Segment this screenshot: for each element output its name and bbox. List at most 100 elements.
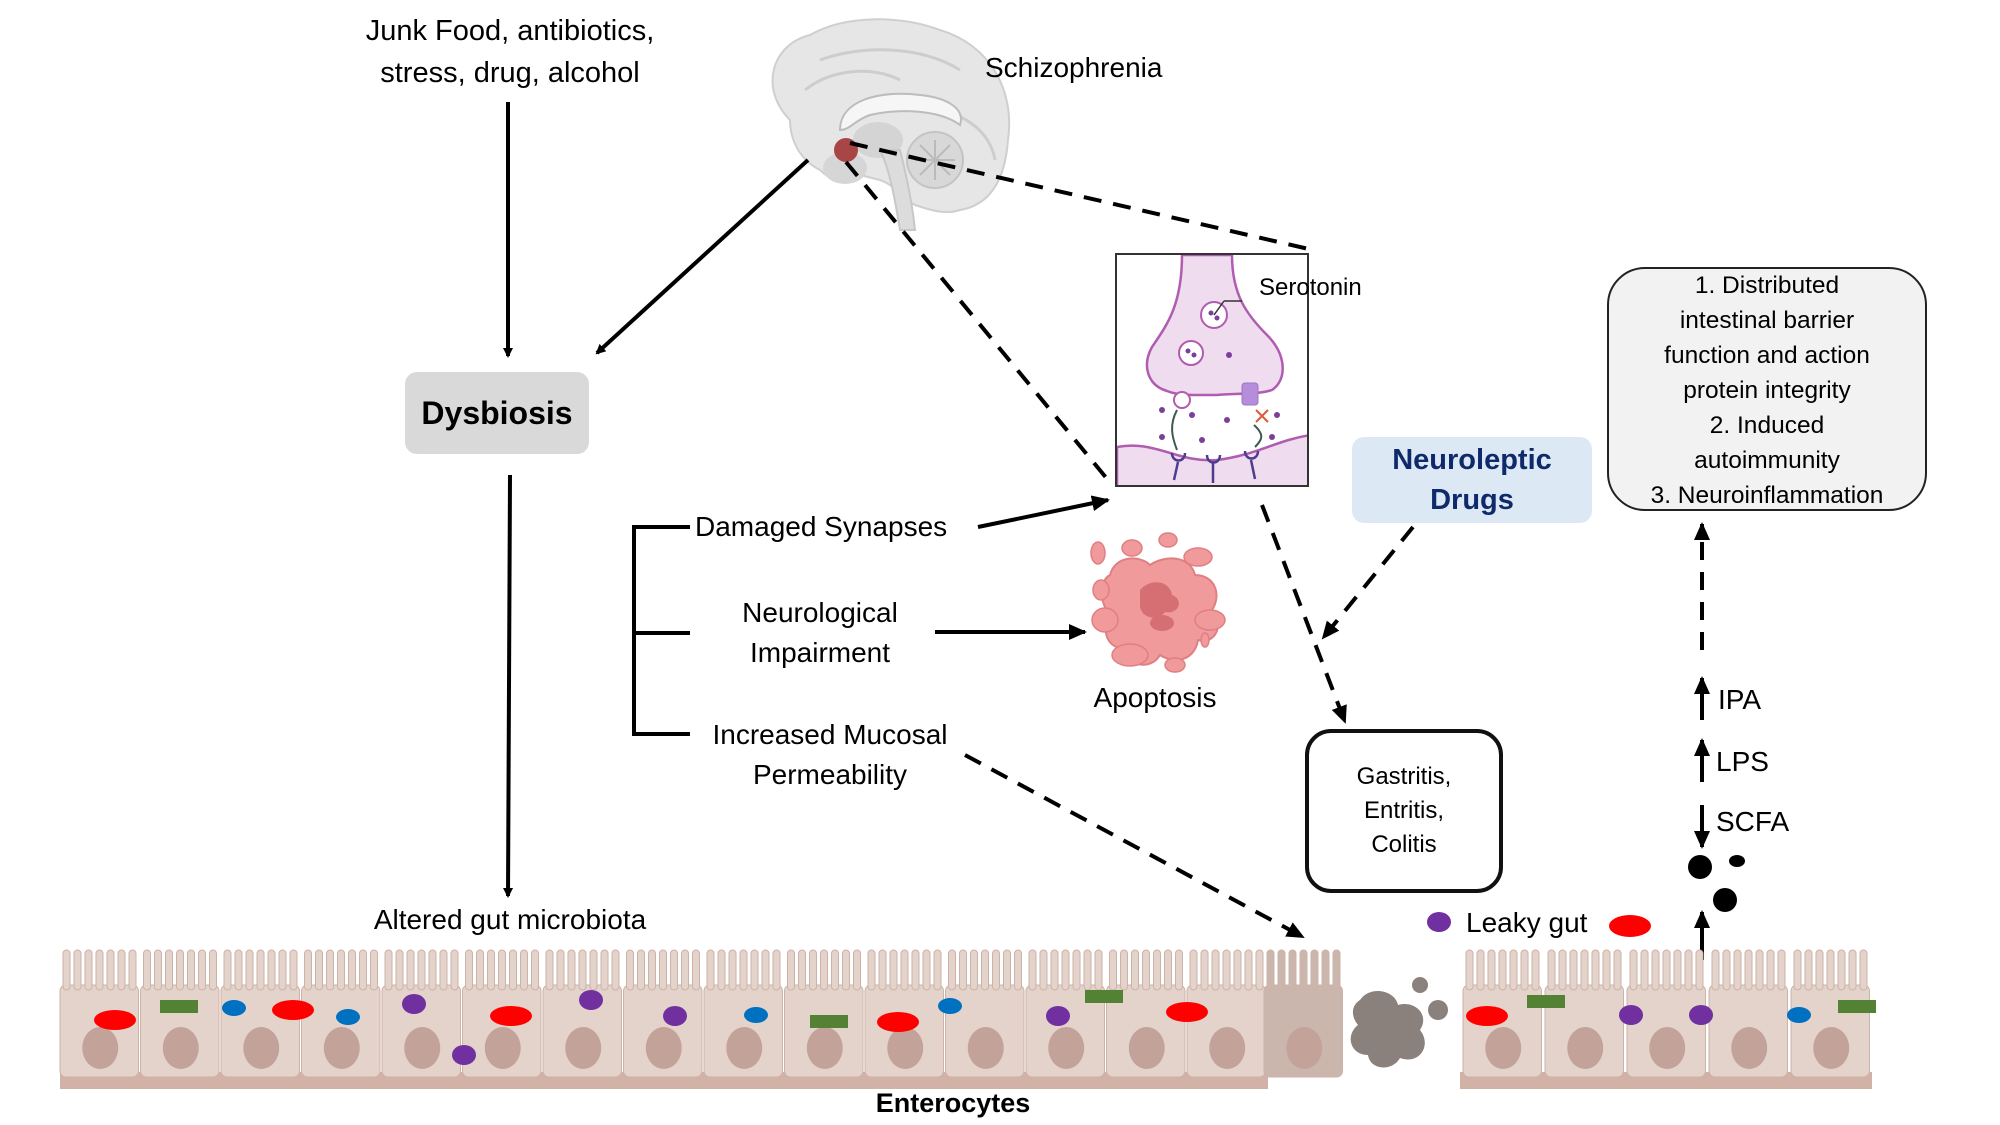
microvillus — [1142, 949, 1150, 991]
microvillus — [359, 949, 367, 991]
nucleus — [645, 1027, 682, 1069]
triggers-label: Junk Food, antibiotics, stress, drug, al… — [365, 15, 655, 89]
microvillus — [1837, 949, 1846, 991]
microvillus — [842, 949, 850, 991]
microvillus — [1520, 949, 1529, 991]
microvillus — [878, 949, 887, 991]
microvillus — [1332, 949, 1341, 991]
microvillus — [728, 949, 737, 991]
nucleus — [887, 1027, 924, 1069]
microvillus — [739, 949, 748, 991]
microvillus — [1244, 949, 1253, 991]
effects-bracket — [632, 525, 690, 736]
microvillus — [648, 949, 656, 991]
nucleus — [1048, 1027, 1085, 1069]
dashed-arrow-synapse-to-gi — [1260, 504, 1347, 724]
microvillus — [1083, 949, 1092, 991]
microvillus — [681, 949, 689, 991]
legend-purple-bacterium — [1427, 912, 1451, 932]
microvillus — [1094, 949, 1103, 991]
microvillus — [1859, 949, 1868, 991]
microvillus — [556, 949, 565, 991]
microvillus — [1028, 949, 1037, 991]
gut-bacterium — [579, 990, 603, 1010]
nucleus — [565, 1027, 602, 1069]
microvillus — [831, 949, 839, 991]
microvillus — [520, 949, 528, 991]
outcomes-box: 1. Distributed intestinal barrier functi… — [1607, 267, 1927, 511]
microvillus — [1277, 949, 1286, 991]
microvillus — [1211, 949, 1220, 991]
microvillus — [439, 949, 448, 991]
dashed-zoom-line-top — [849, 141, 1314, 252]
microvillus — [1200, 949, 1209, 991]
microvillus — [1722, 949, 1731, 991]
microvillus — [128, 949, 137, 991]
microvillus — [1569, 949, 1578, 991]
nucleus — [484, 1027, 521, 1069]
microvillus — [154, 949, 162, 991]
microvillus — [176, 949, 184, 991]
microvillus — [1288, 949, 1297, 991]
microvillus — [992, 949, 1000, 991]
microvillus — [1310, 949, 1319, 991]
microvillus — [198, 949, 206, 991]
microvillus — [589, 949, 598, 991]
microvillus — [1711, 949, 1720, 991]
microvillus — [1109, 949, 1117, 991]
microvillus — [545, 949, 554, 991]
apoptosis-icon — [1090, 532, 1226, 673]
nucleus — [404, 1027, 441, 1069]
microvillus — [1547, 949, 1556, 991]
microvillus — [809, 949, 817, 991]
microvillus — [717, 949, 726, 991]
gut-bacterium — [1085, 990, 1123, 1003]
nucleus — [1649, 1027, 1686, 1069]
microvillus — [948, 949, 956, 991]
microvillus — [1050, 949, 1059, 991]
dashed-zoom-line-bottom — [844, 160, 1110, 482]
gut-bacterium — [877, 1012, 919, 1032]
microvillus — [1602, 949, 1611, 991]
disease-label: Schizophrenia — [985, 52, 1163, 83]
altered-microbiota-label: Altered gut microbiota — [373, 904, 647, 935]
microvillus — [348, 949, 356, 991]
microvillus — [600, 949, 609, 991]
microvillus — [370, 949, 378, 991]
microvillus — [1766, 949, 1775, 991]
dashed-arrow-permeability-to-gut — [964, 753, 1305, 939]
microvillus — [278, 949, 287, 991]
effect-damaged-synapses: Damaged Synapses — [695, 511, 948, 542]
microvillus — [787, 949, 795, 991]
arrow-brain-to-dysbiosis — [595, 158, 810, 355]
microvillus — [820, 949, 828, 991]
microvillus — [1299, 949, 1308, 991]
microvillus — [1531, 949, 1540, 991]
gut-bacterium — [1787, 1007, 1811, 1023]
microvillus — [289, 949, 298, 991]
microvillus — [245, 949, 254, 991]
nucleus — [1813, 1027, 1850, 1069]
microvillus — [853, 949, 861, 991]
microvillus — [1266, 949, 1275, 991]
gut-bacterium — [222, 1000, 246, 1016]
microvillus — [165, 949, 173, 991]
nucleus — [323, 1027, 360, 1069]
microvillus — [1580, 949, 1589, 991]
microvillus — [959, 949, 967, 991]
microvillus — [1777, 949, 1786, 991]
microvillus — [1131, 949, 1139, 991]
gut-bacterium — [1527, 995, 1565, 1008]
microvillus — [304, 949, 312, 991]
microvillus — [117, 949, 126, 991]
microvillus — [1591, 949, 1600, 991]
gut-bacterium — [490, 1006, 532, 1026]
microvillus — [1558, 949, 1567, 991]
microvillus — [1613, 949, 1622, 991]
legend-red-bacterium — [1609, 915, 1651, 937]
synapse-inset — [1115, 253, 1309, 487]
microvillus — [531, 949, 539, 991]
microvillus — [1629, 949, 1638, 991]
microvillus — [1189, 949, 1198, 991]
microvillus — [1255, 949, 1264, 991]
